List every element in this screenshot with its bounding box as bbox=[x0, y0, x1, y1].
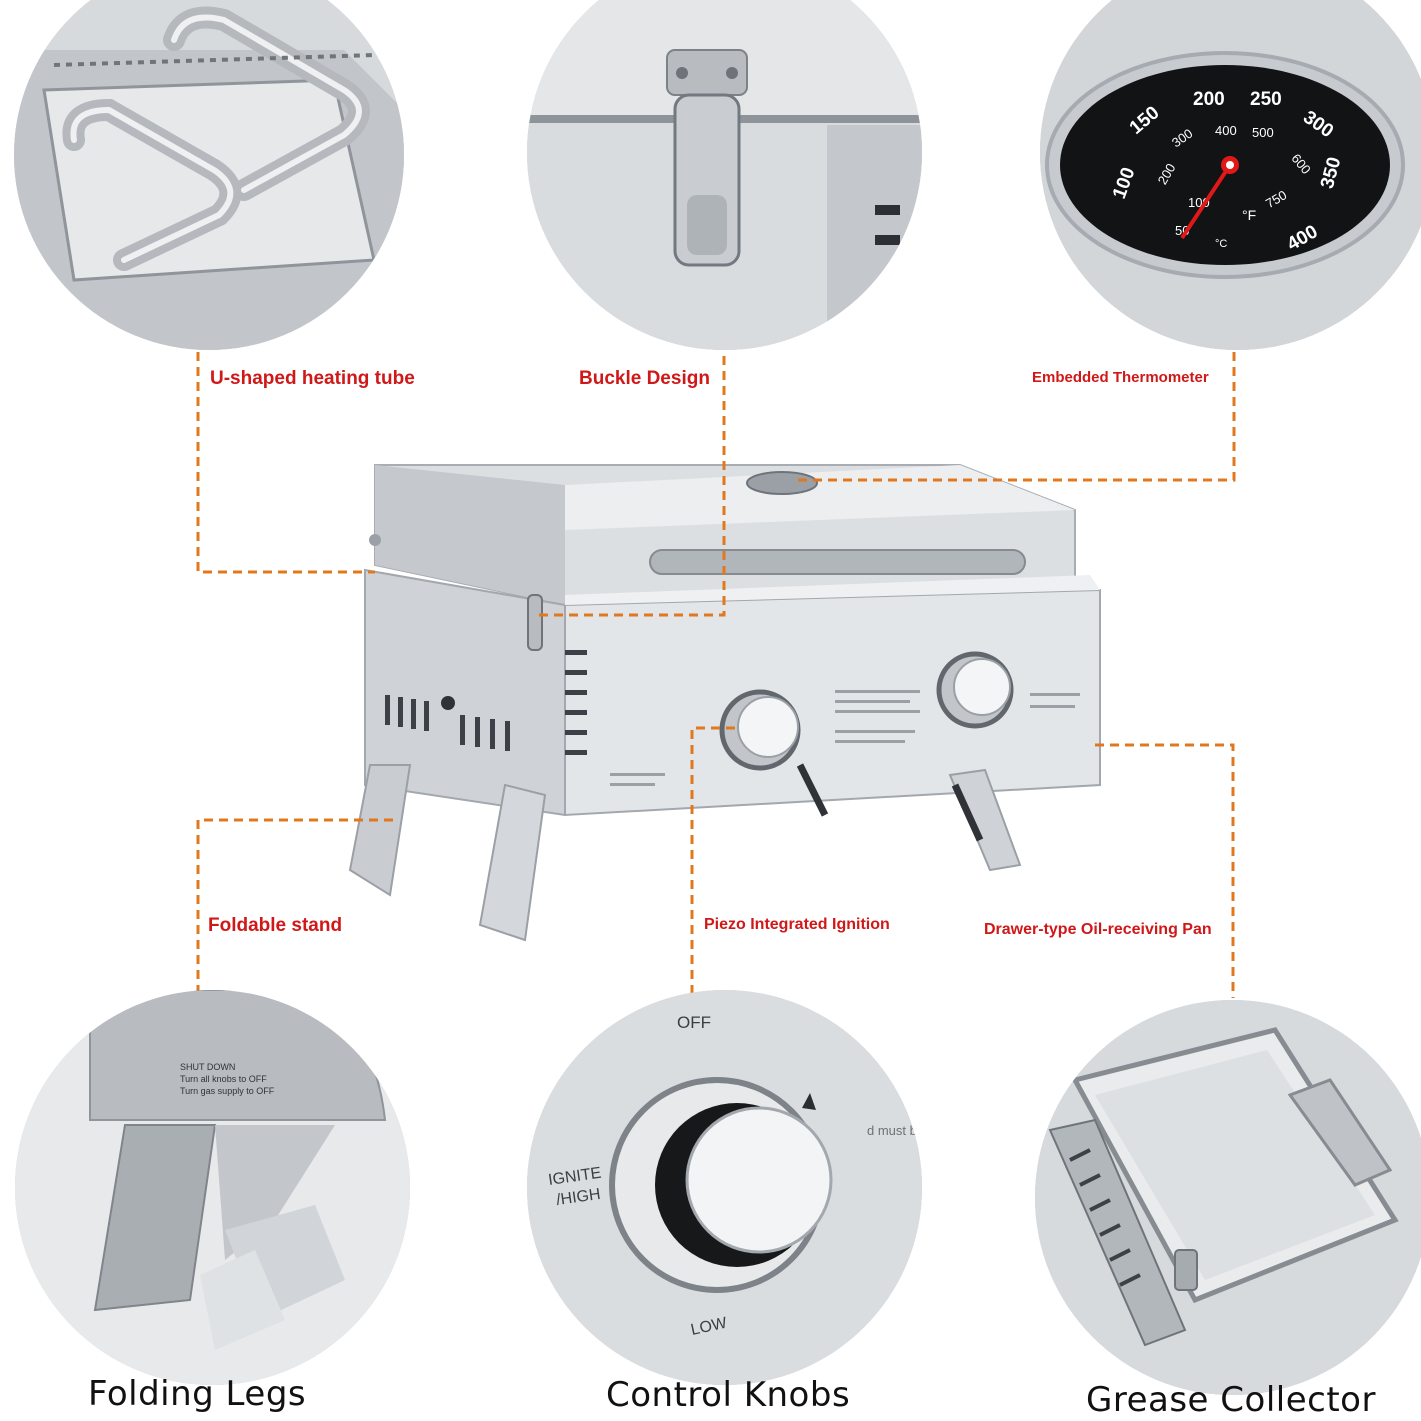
fahrenheit-unit: °F bbox=[1242, 207, 1256, 223]
heating-tube-detail-image bbox=[14, 0, 404, 350]
callout-stand: Foldable stand bbox=[208, 915, 343, 936]
svg-text:400: 400 bbox=[1215, 123, 1237, 138]
thermometer-needle bbox=[1180, 163, 1232, 240]
callout-ignition: Piezo Integrated Ignition bbox=[704, 916, 890, 933]
callout-heating-tube: U-shaped heating tube bbox=[210, 368, 415, 389]
svg-text:500: 500 bbox=[1252, 125, 1274, 140]
control-knob-detail-image: OFF IGNITE /HIGH LOW d must be bbox=[527, 990, 922, 1385]
knob-side-text: d must be bbox=[867, 1123, 922, 1138]
leg-warning-line-3: Turn gas supply to OFF bbox=[180, 1086, 275, 1096]
buckle-detail-image bbox=[527, 0, 922, 350]
thermometer-detail-image: 100 150 200 250 300 350 400 50 100 200 3… bbox=[1040, 0, 1421, 350]
leg-warning-line-1: SHUT DOWN bbox=[180, 1062, 235, 1072]
callout-pan: Drawer-type Oil-receiving Pan bbox=[984, 921, 1212, 938]
celsius-unit: °C bbox=[1215, 238, 1227, 250]
grill-main-image bbox=[320, 455, 1110, 955]
knob-off-label: OFF bbox=[677, 1013, 711, 1032]
callout-buckle: Buckle Design bbox=[579, 368, 710, 389]
folding-legs-detail-image: SHUT DOWN Turn all knobs to OFF Turn gas… bbox=[15, 990, 410, 1385]
callout-thermometer: Embedded Thermometer bbox=[1032, 369, 1209, 386]
leg-warning-line-2: Turn all knobs to OFF bbox=[180, 1074, 267, 1084]
grease-collector-detail-image bbox=[1035, 1000, 1421, 1395]
svg-text:200: 200 bbox=[1193, 89, 1225, 110]
caption-grease-collector: Grease Collector bbox=[1086, 1380, 1376, 1420]
caption-folding-legs: Folding Legs bbox=[88, 1374, 307, 1414]
caption-control-knobs: Control Knobs bbox=[606, 1375, 851, 1415]
knob-high-label: /HIGH bbox=[555, 1186, 601, 1209]
svg-text:250: 250 bbox=[1250, 89, 1282, 110]
